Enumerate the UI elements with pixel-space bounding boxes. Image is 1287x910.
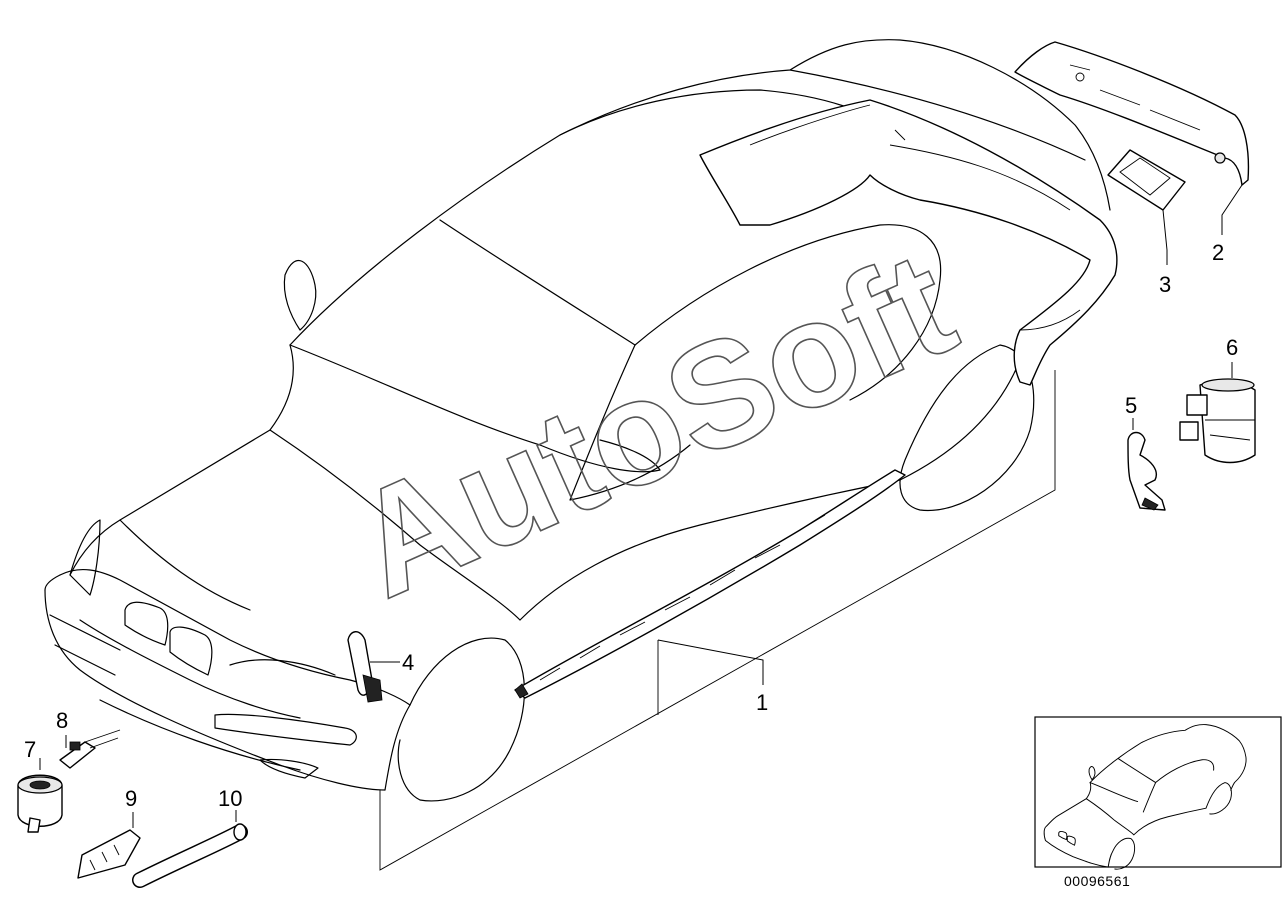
car-body-outline: [44, 39, 1111, 871]
thumbnail-inset: [1034, 716, 1282, 870]
callout-3: 3: [1159, 272, 1171, 297]
bracket-plate-part: [1107, 149, 1186, 211]
callout-10: 10: [218, 786, 242, 811]
rear-trim-part: [1014, 41, 1250, 186]
bracket-clip-part: [1127, 431, 1166, 511]
leader-lines: [39, 184, 1243, 828]
side-skirt-part: [514, 469, 906, 699]
callout-7: 7: [24, 737, 36, 762]
front-clip-part: [347, 631, 383, 703]
callout-6: 6: [1226, 335, 1238, 360]
callout-4: 4: [402, 650, 414, 675]
callout-8: 8: [56, 708, 68, 733]
image-code: 00096561: [1064, 873, 1130, 889]
callout-5: 5: [1125, 393, 1137, 418]
callout-1: 1: [756, 690, 768, 715]
callout-labels: 1 2 3 4 5 6 7 8 9 10: [24, 240, 1238, 811]
connector-part: [59, 729, 121, 769]
watermark-text: AutoSoft: [330, 218, 977, 629]
grommet-part: [17, 774, 63, 833]
callout-2: 2: [1212, 240, 1224, 265]
callout-9: 9: [125, 786, 137, 811]
hose-part: [132, 823, 248, 888]
sensor-part: [1179, 378, 1256, 464]
rear-bumper-part: [699, 99, 1118, 386]
clip-strip-part: [77, 829, 141, 879]
